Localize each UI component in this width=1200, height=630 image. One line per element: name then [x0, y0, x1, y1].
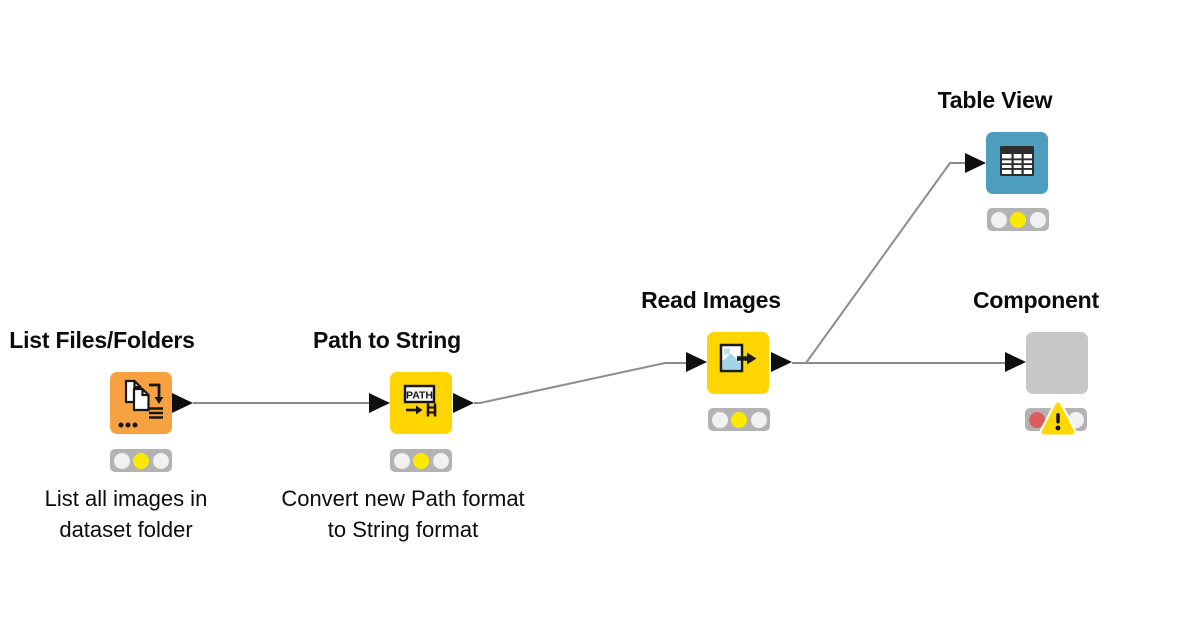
input-port-read-images[interactable]	[686, 352, 707, 372]
node-read-images[interactable]	[707, 332, 769, 394]
list-files-folders-icon	[118, 379, 164, 428]
annotation-line: List all images in	[44, 486, 208, 511]
status-red-off	[113, 452, 130, 469]
node-component[interactable]	[1026, 332, 1088, 394]
connection-pathtostring-readimages[interactable]	[474, 362, 686, 404]
node-annotation: Convert new Path format to String format	[281, 483, 524, 545]
status-red-off	[711, 411, 728, 428]
status-yellow-lit	[731, 411, 747, 428]
node-annotation: List all images in dataset folder	[45, 483, 208, 545]
status-green-off	[152, 452, 169, 469]
status-green-off	[750, 411, 767, 428]
node-list-files-folders[interactable]	[110, 372, 172, 434]
output-port-list-files-folders[interactable]	[172, 393, 193, 413]
status-traffic-light-read-images	[708, 408, 770, 431]
status-green-off	[1029, 211, 1046, 228]
annotation-line: to String format	[327, 517, 479, 542]
node-table-view[interactable]	[986, 132, 1048, 194]
table-view-icon	[1000, 146, 1034, 176]
status-red-off	[990, 211, 1007, 228]
node-title-read-images: Read Images	[641, 287, 781, 313]
connection-readimages-tableview[interactable]	[792, 162, 965, 364]
status-green-off	[432, 452, 449, 469]
warning-triangle-icon	[1039, 400, 1077, 440]
input-port-table-view[interactable]	[965, 153, 986, 173]
node-title-list-files-folders: List Files/Folders	[9, 327, 195, 353]
status-yellow-lit	[133, 452, 149, 469]
status-yellow-lit	[413, 452, 429, 469]
path-icon-label: PATH	[406, 390, 433, 402]
status-red-off	[393, 452, 410, 469]
status-traffic-light-path-to-string	[390, 449, 452, 472]
status-traffic-light-list-files-folders	[110, 449, 172, 472]
output-port-path-to-string[interactable]	[453, 393, 474, 413]
status-traffic-light-table-view	[987, 208, 1049, 231]
status-yellow-lit	[1010, 211, 1026, 228]
node-title-table-view: Table View	[937, 87, 1053, 113]
annotation-line: Convert new Path format	[281, 486, 525, 511]
status-red-lit	[1028, 411, 1045, 428]
input-port-component[interactable]	[1005, 352, 1026, 372]
image-reader-icon	[719, 343, 757, 373]
output-port-read-images[interactable]	[771, 352, 792, 372]
node-path-to-string[interactable]: PATH	[390, 372, 452, 434]
path-to-string-icon: PATH	[403, 384, 437, 417]
input-port-path-to-string[interactable]	[369, 393, 390, 413]
node-title-path-to-string: Path to String	[313, 327, 461, 353]
annotation-line: dataset folder	[59, 517, 193, 542]
node-title-component: Component	[973, 287, 1099, 313]
